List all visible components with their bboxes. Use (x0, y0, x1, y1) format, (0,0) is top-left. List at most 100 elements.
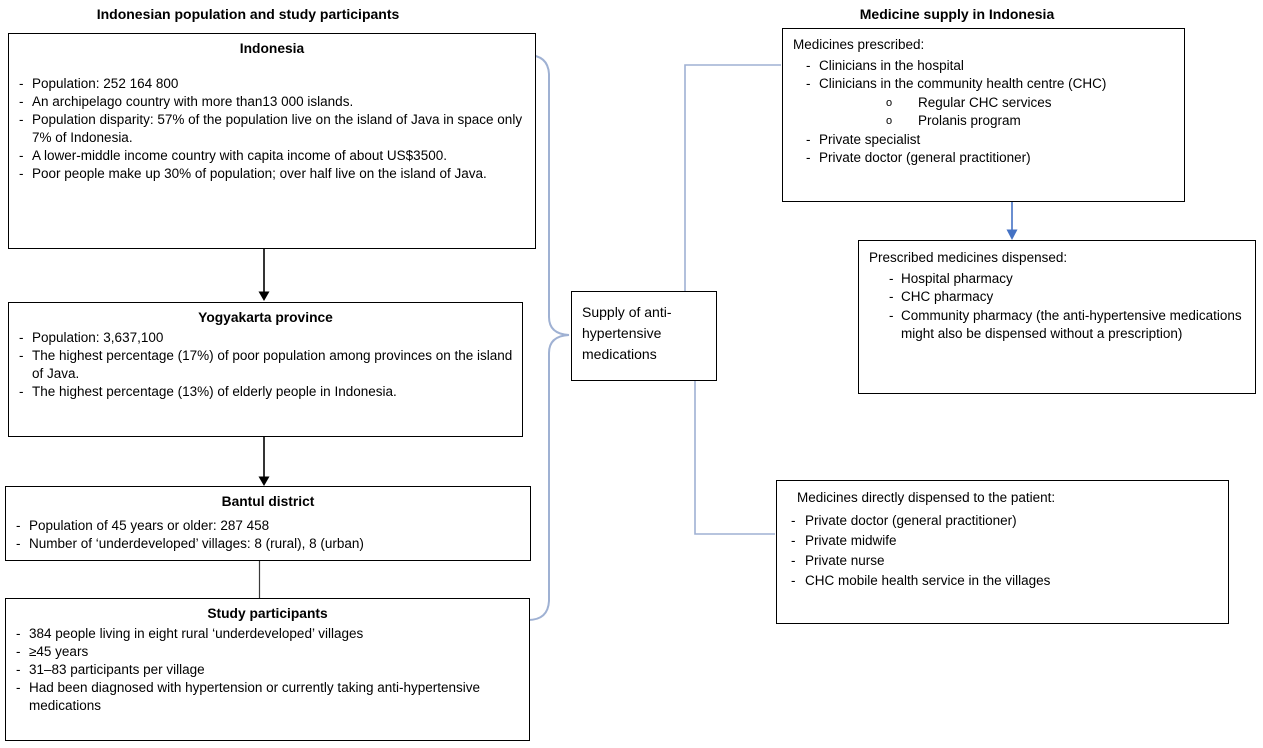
list-item: - Population: 3,637,100 (9, 329, 522, 347)
list-item: - Private nurse (777, 551, 1228, 571)
list-item: - A lower-middle income country with cap… (9, 147, 535, 165)
list-item: - An archipelago country with more than1… (9, 93, 535, 111)
node-yogyakarta-title: Yogyakarta province (198, 310, 333, 325)
bullet-dash: - (806, 57, 811, 73)
node-indonesia-title: Indonesia (239, 41, 305, 56)
node-directly-dispensed-list: - Private doctor (general practitioner) … (777, 511, 1228, 591)
list-item: - Private specialist (783, 131, 1184, 150)
node-bantul-title: Bantul district (221, 494, 315, 509)
bullet-dash: - (19, 384, 24, 399)
bullet-dash: - (19, 330, 24, 345)
node-directly-dispensed-title: Medicines directly dispensed to the pati… (797, 490, 1056, 505)
node-medicines-directly-dispensed: Medicines directly dispensed to the pati… (776, 480, 1229, 624)
list-item-text: Private doctor (general practitioner) (805, 512, 1017, 528)
list-item: - CHC mobile health service in the villa… (777, 571, 1228, 591)
node-bantul-list: - Population of 45 years or older: 287 4… (6, 517, 530, 553)
list-item: - Private midwife (777, 531, 1228, 551)
list-item: - Population: 252 164 800 (9, 75, 535, 93)
list-item-text: Hospital pharmacy (901, 270, 1013, 286)
node-prescribed-medicines-dispensed: Prescribed medicines dispensed: - Hospit… (858, 240, 1256, 394)
list-item: - The highest percentage (13%) of elderl… (9, 383, 522, 401)
node-study-list: - 384 people living in eight rural ‘unde… (6, 625, 529, 715)
list-item: - 384 people living in eight rural ‘unde… (6, 625, 529, 643)
bullet-dash: - (19, 148, 24, 163)
list-item-text: 31–83 participants per village (29, 662, 205, 677)
bullet-dash: - (806, 150, 811, 165)
node-study-title: Study participants (207, 606, 328, 621)
list-item-text: Clinicians in the community health centr… (819, 76, 1107, 91)
node-yogyakarta-list: - Population: 3,637,100 - The highest pe… (9, 329, 522, 401)
list-item: - Clinicians in the community health cen… (783, 75, 1184, 94)
list-item: - Had been diagnosed with hypertension o… (6, 679, 529, 715)
arrow-prescribed-to-dispensed (1006, 202, 1018, 240)
list-item-text: Population: 3,637,100 (32, 330, 164, 345)
heading-right-column: Medicine supply in Indonesia (859, 6, 1055, 22)
brace-left-column (526, 54, 570, 621)
bullet-dash: - (16, 662, 21, 677)
node-study-participants: Study participants - 384 people living i… (5, 598, 530, 741)
list-item-text: An archipelago country with more than13 … (32, 94, 354, 109)
bullet-dash: - (16, 536, 21, 551)
arrow-indonesia-to-yogyakarta (258, 249, 270, 301)
list-item-text: Private midwife (805, 532, 897, 548)
list-item: - Community pharmacy (the anti-hypertens… (859, 307, 1255, 344)
connector-supply-to-directly-dispensed (694, 381, 775, 535)
bullet-circle: o (886, 96, 893, 109)
node-indonesia: Indonesia - Population: 252 164 800 - An… (8, 33, 536, 249)
list-item-text: Regular CHC services (918, 94, 1052, 110)
list-item: - Clinicians in the hospital (783, 57, 1184, 76)
list-item: - The highest percentage (17%) of poor p… (9, 347, 522, 383)
bullet-dash: - (16, 644, 21, 659)
list-item: - CHC pharmacy (859, 288, 1255, 307)
bullet-dash: - (889, 270, 894, 286)
list-item-text: CHC mobile health service in the village… (805, 572, 1051, 588)
list-item: - Number of ‘underdeveloped’ villages: 8… (6, 535, 530, 553)
bullet-dash: - (889, 289, 894, 304)
list-item: - 31–83 participants per village (6, 661, 529, 679)
list-item: - Poor people make up 30% of population;… (9, 165, 535, 183)
list-item-text: Community pharmacy (the anti-hypertensiv… (901, 307, 1242, 342)
arrow-yogyakarta-to-bantul (258, 437, 270, 486)
list-subitem: o Prolanis program (783, 112, 1184, 131)
list-subitem: o Regular CHC services (783, 94, 1184, 113)
bullet-dash: - (791, 512, 796, 528)
node-supply-text: Supply of anti-hypertensive medications (582, 304, 672, 362)
list-item-text: A lower-middle income country with capit… (32, 148, 447, 163)
node-indonesia-list: - Population: 252 164 800 - An archipela… (9, 75, 535, 183)
bullet-dash: - (19, 348, 24, 363)
list-item-text: Population disparity: 57% of the populat… (32, 112, 523, 145)
heading-left-column: Indonesian population and study particip… (96, 6, 400, 22)
list-item: - Hospital pharmacy (859, 270, 1255, 289)
node-dispensed-title: Prescribed medicines dispensed: (869, 250, 1068, 265)
bullet-dash: - (791, 572, 796, 588)
list-item-text: CHC pharmacy (901, 289, 994, 304)
node-yogyakarta-province: Yogyakarta province - Population: 3,637,… (8, 302, 523, 437)
bullet-dash: - (889, 307, 894, 323)
list-item-text: Private doctor (general practitioner) (819, 150, 1031, 165)
list-item-text: Private nurse (805, 552, 885, 568)
list-item: - ≥45 years (6, 643, 529, 661)
list-item-text: Population: 252 164 800 (32, 76, 179, 91)
list-item: - Population of 45 years or older: 287 4… (6, 517, 530, 535)
bullet-dash: - (19, 94, 24, 109)
node-medicines-prescribed: Medicines prescribed: - Clinicians in th… (782, 28, 1185, 202)
bullet-dash: - (19, 112, 24, 127)
list-item-text: The highest percentage (13%) of elderly … (32, 384, 397, 399)
bullet-dash: - (791, 532, 796, 548)
list-item: - Private doctor (general practitioner) (777, 511, 1228, 531)
node-medicines-prescribed-title: Medicines prescribed: (793, 37, 925, 52)
bullet-dash: - (19, 166, 24, 181)
node-bantul-district: Bantul district - Population of 45 years… (5, 486, 531, 561)
connector-supply-to-prescribed (684, 64, 781, 291)
list-item: - Population disparity: 57% of the popul… (9, 111, 535, 147)
list-item-text: Poor people make up 30% of population; o… (32, 166, 487, 181)
node-dispensed-list: - Hospital pharmacy - CHC pharmacy - Com… (859, 270, 1255, 344)
list-item-text: Prolanis program (918, 113, 1021, 128)
bullet-dash: - (806, 76, 811, 91)
list-item: - Private doctor (general practitioner) (783, 149, 1184, 168)
list-item-text: Number of ‘underdeveloped’ villages: 8 (… (29, 536, 364, 551)
list-item-text: The highest percentage (17%) of poor pop… (32, 348, 513, 381)
bullet-dash: - (806, 131, 811, 147)
